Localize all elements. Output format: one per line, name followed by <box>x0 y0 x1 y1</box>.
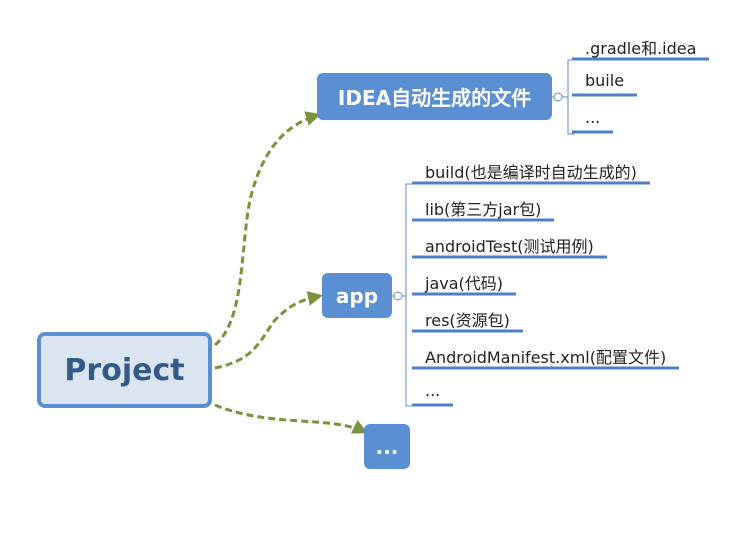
connector-root-to-app <box>214 291 323 370</box>
idea-leaf-gradle-idea[interactable]: .gradle和.idea <box>585 39 697 58</box>
app-leaf-androidmanifest[interactable]: AndroidManifest.xml(配置文件) <box>425 348 667 367</box>
topic-more-label: ... <box>375 434 399 459</box>
idea-leaf-underlines <box>572 57 709 134</box>
connector-root-to-idea <box>214 111 321 347</box>
idea-leaf-buile[interactable]: buile <box>585 71 625 90</box>
app-leaf-java[interactable]: java(代码) <box>425 274 504 293</box>
root-label: Project <box>64 352 185 388</box>
app-leaf-androidtest[interactable]: androidTest(测试用例) <box>425 237 594 256</box>
root-node-project[interactable]: Project <box>37 332 212 408</box>
app-collapse-toggle[interactable] <box>393 291 403 301</box>
topic-app-label: app <box>335 283 379 308</box>
idea-leaf-ellipsis[interactable]: ... <box>585 108 601 127</box>
idea-bracket <box>567 59 574 135</box>
app-leaf-build[interactable]: build(也是编译时自动生成的) <box>425 163 637 182</box>
app-leaf-ellipsis[interactable]: ... <box>425 381 441 400</box>
topic-idea-label: IDEA自动生成的文件 <box>337 86 532 110</box>
app-bracket <box>405 183 412 407</box>
app-leaf-res[interactable]: res(资源包) <box>425 311 510 330</box>
app-leaf-underlines <box>412 181 679 407</box>
connector-root-to-more <box>214 403 368 434</box>
idea-collapse-toggle[interactable] <box>553 92 563 102</box>
topic-app[interactable]: app <box>322 273 392 318</box>
topic-more[interactable]: ... <box>364 424 410 469</box>
app-leaf-lib[interactable]: lib(第三方jar包) <box>425 200 542 219</box>
topic-idea-generated-files[interactable]: IDEA自动生成的文件 <box>317 73 552 120</box>
